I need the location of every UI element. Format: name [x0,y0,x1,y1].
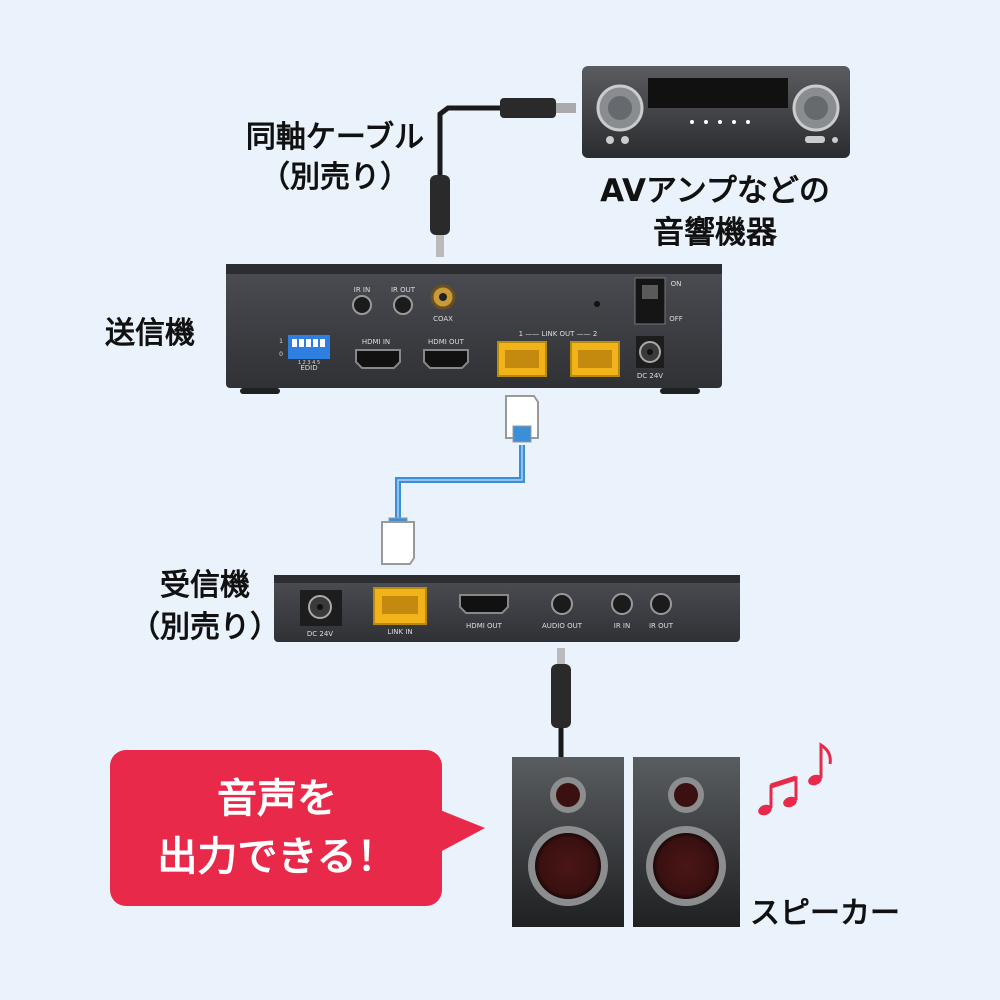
receiver-label: 受信機 （別売り） [130,565,280,649]
coax-cable-label-line1: 同軸ケーブル [245,120,425,155]
tx-hdmi-in-label: HDMI IN [362,338,390,346]
coax-cable-label: 同軸ケーブル （別売り） [240,118,430,198]
rx-dc-label: DC 24V [307,630,333,638]
transmitter-device: IR IN IR OUT COAX HDMI IN HDMI OUT 1 —— … [226,264,722,394]
tx-link-out-label: 1 —— LINK OUT —— 2 [519,330,598,338]
speaker-left [512,757,624,927]
callout-bubble [110,750,485,906]
tx-off-label: OFF [669,315,683,323]
tx-edid-label: EDID [300,364,317,372]
transmitter-label: 送信機 [105,316,195,351]
tx-hdmi-out-label: HDMI OUT [428,338,465,346]
av-amp-label-line1: AVアンプなどの [600,173,830,209]
tx-on-label: ON [671,280,682,288]
rx-audio-out-label: AUDIO OUT [542,622,583,630]
av-amp [582,66,850,158]
rx-ir-in-label: IR IN [614,622,630,630]
audio-cable [551,648,571,760]
rx-link-in-label: LINK IN [387,628,412,636]
tx-dip-off-label: 0 [279,351,283,358]
rx-ir-out-label: IR OUT [649,622,674,630]
coax-cable-label-line2: （別売り） [260,160,410,195]
tx-dip-numbers: 1 2 3 4 5 [298,360,320,366]
tx-dc-label: DC 24V [637,372,663,380]
rx-hdmi-out-label: HDMI OUT [466,622,503,630]
speaker-right [633,757,740,927]
callout-text: 音声を 出力できる！ [112,770,442,886]
callout-line2: 出力できる！ [157,834,397,880]
tx-dip-on-label: 1 [279,338,283,345]
callout-line1: 音声を [217,776,337,822]
receiver-device: DC 24V LINK IN HDMI OUT AUDIO OUT IR IN … [274,575,740,642]
av-amp-label: AVアンプなどの 音響機器 [580,170,850,254]
speaker-label: スピーカー [750,896,900,931]
music-note-icon [758,742,832,816]
av-amp-label-line2: 音響機器 [653,215,777,251]
receiver-label-line1: 受信機 [160,568,250,603]
coax-cable [430,98,576,257]
lan-cable [381,395,539,565]
receiver-label-line2: （別売り） [130,610,280,645]
tx-ir-in-label: IR IN [354,286,370,294]
tx-ir-out-label: IR OUT [391,286,416,294]
tx-coax-label: COAX [433,315,453,323]
